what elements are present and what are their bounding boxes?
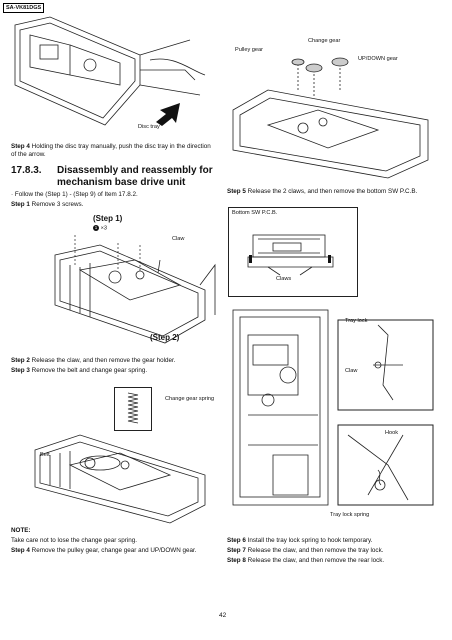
screw-marker: 1 ×3	[93, 225, 107, 232]
step2: Step 2 Release the claw, and then remove…	[11, 357, 176, 364]
note-label: NOTE:	[11, 527, 31, 534]
bottom-sw-pcb-label: Bottom SW P.C.B.	[232, 210, 278, 216]
updown-gear-label: UP/DOWN gear	[358, 56, 398, 62]
step3: Step 3 Remove the belt and change gear s…	[11, 367, 148, 374]
follow-note: · Follow the (Step 1) - (Step 9) of Item…	[11, 191, 138, 198]
step7: Step 7 Release the claw, and then remove…	[227, 547, 384, 554]
step8: Step 8 Release the claw, and then remove…	[227, 557, 385, 564]
step2-callout: (Step 2)	[150, 333, 180, 342]
disc-tray-caption: Disc tray	[138, 124, 160, 130]
belt-label: Belt	[40, 452, 50, 458]
belt-mechanism-figure	[34, 434, 206, 524]
tray-lock-spring-label: Tray lock spring	[330, 512, 370, 518]
pulley-gear-label: Pulley gear	[235, 47, 263, 53]
section-title-1: Disassembly and reassembly for	[57, 165, 213, 176]
hook-label: Hook	[385, 430, 399, 436]
model-label: SA-VK81DGS	[3, 3, 45, 13]
tray-lock-figure	[232, 309, 434, 506]
page-number: 42	[219, 612, 227, 619]
note-text: Take care not to lose the change gear sp…	[11, 537, 138, 544]
step4-remove-gears: Step 4 Remove the pulley gear, change ge…	[11, 547, 197, 554]
claws-label: Claws	[276, 276, 292, 282]
claw-label-1: Claw	[172, 236, 185, 242]
step5: Step 5 Release the 2 claws, and then rem…	[227, 188, 418, 195]
step6: Step 6 Install the tray lock spring to h…	[227, 537, 373, 544]
screw-icon: 1	[93, 225, 99, 231]
bottom-sw-pcb-figure	[228, 207, 358, 297]
mechanism-base-figure	[54, 235, 216, 344]
tray-lock-label: Tray lock	[345, 318, 368, 324]
step4-hold-tray: Step 4 Holding the disc tray manually, p…	[11, 143, 211, 159]
section-number: 17.8.3.	[11, 165, 42, 176]
step1-callout: (Step 1)	[93, 214, 123, 223]
section-title-2: mechanism base drive unit	[57, 176, 186, 188]
step1: Step 1 Remove 3 screws.	[11, 201, 84, 208]
change-gear-spring-figure	[114, 387, 152, 431]
change-gear-label: Change gear	[308, 38, 341, 44]
claw-label-2: Claw	[345, 368, 358, 374]
gears-figure	[232, 57, 429, 179]
disc-tray-figure	[14, 16, 206, 126]
change-gear-spring-label: Change gear spring	[165, 396, 215, 402]
